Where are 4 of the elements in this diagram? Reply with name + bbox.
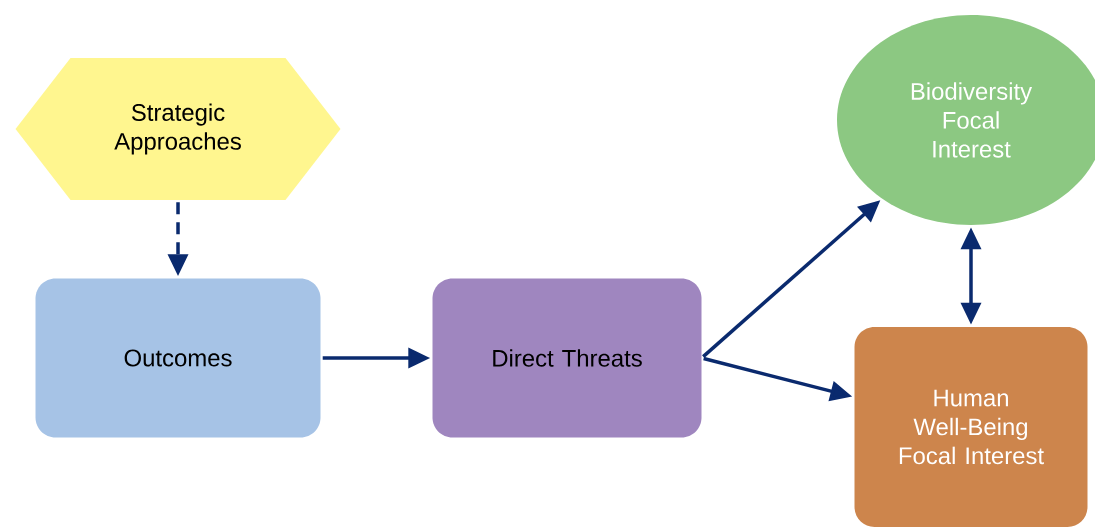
process-box: Direct Threats [432, 278, 702, 438]
hexagon-box: Strategic Approaches [15, 58, 341, 200]
focal-box: Human Well-Being Focal Interest [854, 327, 1088, 527]
process-box: Outcomes [35, 278, 321, 438]
